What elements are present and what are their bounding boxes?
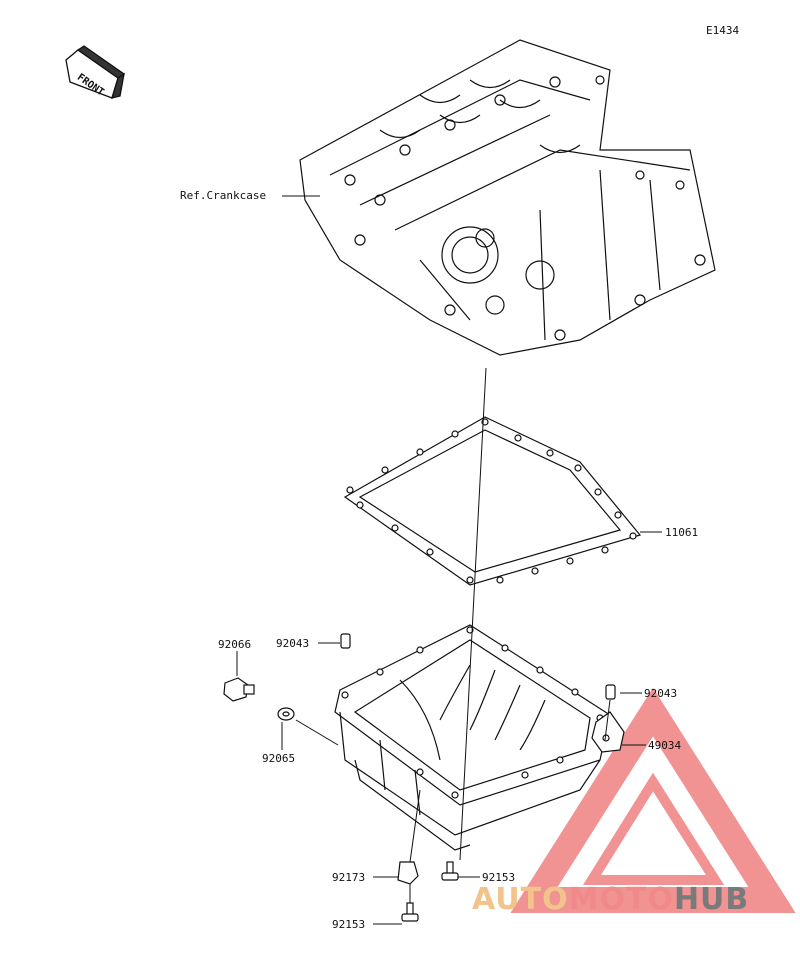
diagram-code: E1434 — [706, 24, 740, 37]
watermark-logo: AUTOMOTOHUB — [472, 883, 749, 917]
dowel-pin-left-drawing — [340, 633, 351, 649]
label-bolt-bottom: 92153 — [332, 918, 366, 931]
label-gasket: 11061 — [665, 526, 699, 539]
crankcase-drawing — [299, 39, 716, 356]
washer-drawing — [277, 707, 295, 721]
front-arrow-icon — [65, 45, 126, 99]
bracket-drawing — [591, 711, 625, 753]
clamp-drawing — [397, 861, 419, 885]
drain-plug-drawing — [223, 677, 255, 702]
oil-pan-drawing — [334, 624, 611, 851]
watermark-hub: HUB — [673, 882, 750, 917]
label-drain-plug: 92066 — [218, 638, 252, 651]
label-bolt-right: 92153 — [482, 871, 516, 884]
label-bracket: 49034 — [648, 739, 682, 752]
leader-lines — [236, 195, 662, 925]
watermark-triangle-icon — [510, 687, 796, 913]
watermark-moto: MOTO — [568, 882, 674, 917]
gasket-drawing — [343, 416, 642, 586]
watermark-auto: AUTO — [472, 882, 569, 917]
label-clamp: 92173 — [332, 871, 366, 884]
dowel-pin-right-drawing — [605, 684, 616, 700]
label-dowel-pin-right: 92043 — [644, 687, 678, 700]
label-dowel-pin-left: 92043 — [276, 637, 310, 650]
bolt-bottom-drawing — [401, 902, 419, 922]
bolt-right-drawing — [441, 861, 459, 881]
label-washer: 92065 — [262, 752, 296, 765]
label-crankcase: Ref.Crankcase — [180, 189, 267, 202]
